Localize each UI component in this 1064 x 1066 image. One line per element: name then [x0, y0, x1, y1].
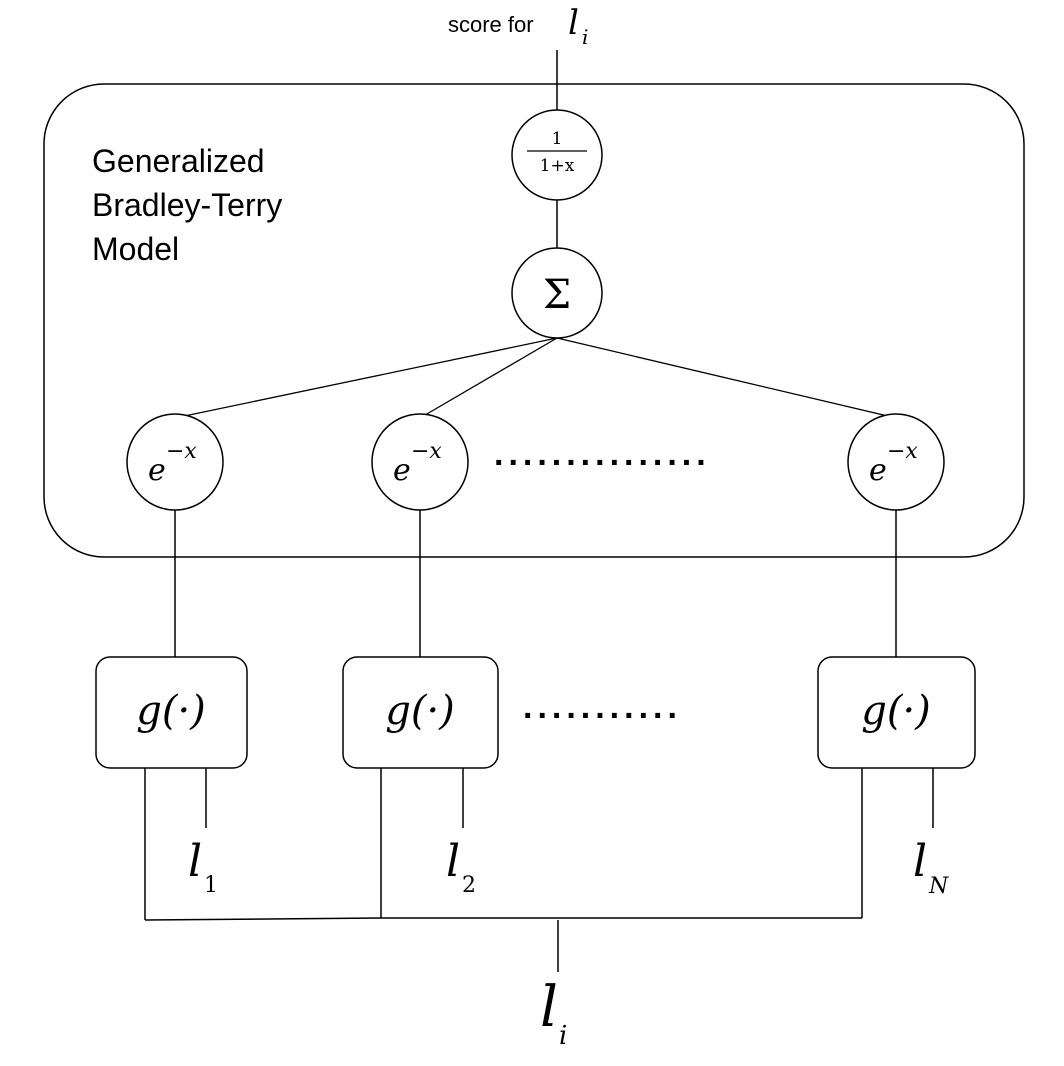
g-box-label: g(·): [385, 688, 455, 734]
exp-node: e −x: [371, 413, 469, 511]
sum-symbol: Σ: [543, 272, 571, 318]
score-label-var: l: [568, 3, 579, 43]
model-label-line2: Bradley-Terry: [92, 187, 282, 223]
sum-exp2-connector: [419, 337, 558, 419]
sigmoid-circle: [511, 109, 603, 201]
exp-node: e −x: [847, 413, 945, 511]
sigmoid-denominator: 1+x: [540, 156, 575, 176]
model-label-line3: Model: [92, 231, 179, 267]
input-sub: 1: [204, 873, 218, 898]
input-sub: N: [928, 874, 949, 899]
input-sub: 2: [462, 873, 476, 898]
bottom-input-label: l i: [540, 975, 567, 1051]
model-label-line1: Generalized: [92, 143, 265, 179]
g-box: g(·): [95, 656, 248, 769]
exp-base: e: [393, 453, 411, 488]
li-bus: [144, 917, 862, 921]
input-var: l: [913, 836, 927, 887]
sum-node: Σ: [511, 247, 603, 339]
g-box-label: g(·): [861, 688, 931, 734]
input-label-ln: l N: [913, 836, 949, 899]
sigmoid-node: 1 1+x: [511, 109, 603, 201]
input-var: l: [188, 836, 202, 887]
exp-node: e −x: [126, 413, 224, 511]
exp-exponent: −x: [887, 439, 918, 464]
bottom-input-sub: i: [559, 1021, 567, 1051]
score-label-sub: i: [582, 25, 588, 49]
input-var: l: [446, 836, 460, 887]
exp-exponent: −x: [166, 439, 197, 464]
g-box-rect: [342, 656, 499, 769]
exp-base: e: [869, 453, 887, 488]
input-label-l1: l 1: [188, 836, 218, 898]
score-label-prefix: score for: [448, 12, 534, 37]
sigmoid-numerator: 1: [552, 129, 563, 149]
score-label: score for l i: [448, 3, 588, 49]
model-label: Generalized Bradley-Terry Model: [92, 143, 282, 267]
sum-exp3-connector: [556, 337, 897, 419]
g-box-rect: [95, 656, 248, 769]
g-ellipsis: ...........: [523, 688, 682, 726]
exp-ellipsis: ...............: [494, 435, 711, 473]
sum-exp1-connector: [174, 337, 558, 419]
g-box-label: g(·): [136, 688, 206, 734]
g-box-rect: [817, 656, 976, 769]
bottom-input-var: l: [540, 975, 558, 1040]
model-container: [43, 83, 1025, 558]
input-label-l2: l 2: [446, 836, 476, 898]
g-box: g(·): [342, 656, 499, 769]
exp-exponent: −x: [411, 439, 442, 464]
exp-base: e: [148, 453, 166, 488]
g-box: g(·): [817, 656, 976, 769]
